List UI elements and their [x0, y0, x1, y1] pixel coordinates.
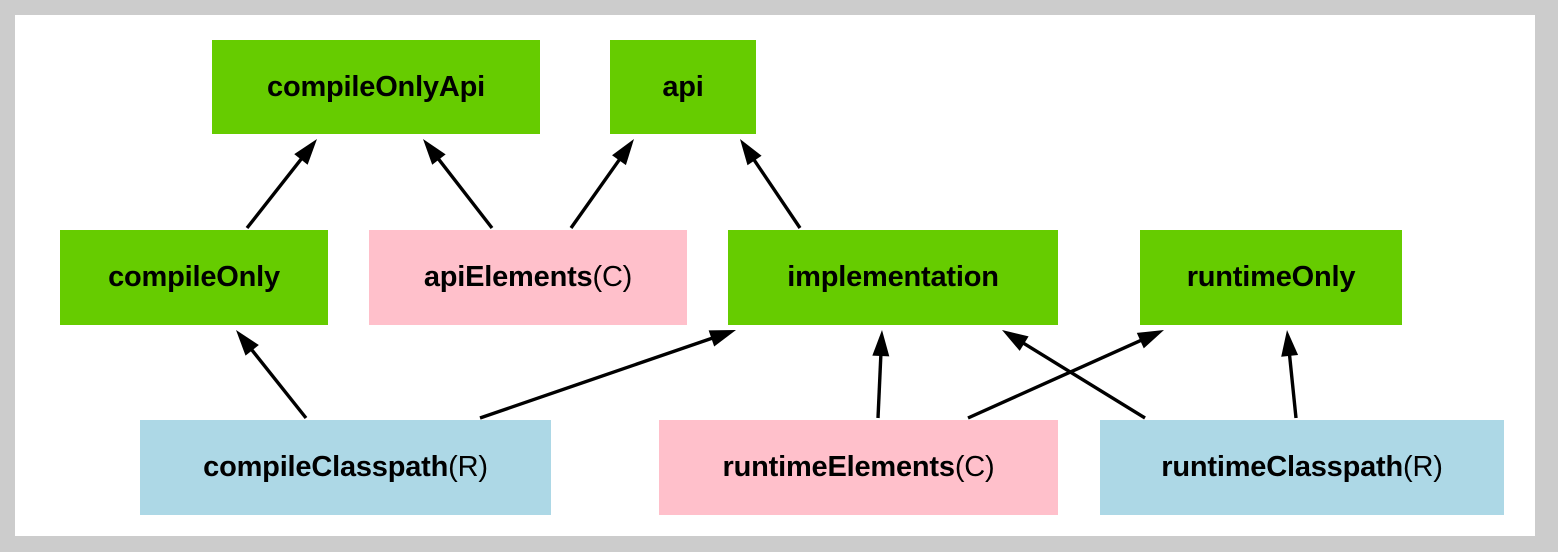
- node-compileClasspath[interactable]: compileClasspath(R): [140, 420, 551, 515]
- node-label: compileClasspath: [203, 451, 449, 483]
- node-runtimeOnly[interactable]: runtimeOnly: [1140, 230, 1402, 325]
- node-implementation[interactable]: implementation: [728, 230, 1058, 325]
- node-runtimeElements[interactable]: runtimeElements(C): [659, 420, 1058, 515]
- node-label: compileOnly: [108, 261, 280, 293]
- node-suffix: (C): [592, 261, 633, 293]
- node-label: implementation: [787, 261, 999, 293]
- node-suffix: (C): [954, 451, 995, 483]
- node-compileOnlyApi[interactable]: compileOnlyApi: [212, 40, 540, 134]
- node-label: compileOnlyApi: [267, 70, 485, 103]
- node-api[interactable]: api: [610, 40, 756, 134]
- node-suffix: (R): [1403, 451, 1443, 483]
- node-suffix: (R): [448, 451, 488, 483]
- node-label: apiElements: [423, 261, 593, 293]
- node-label: runtimeClasspath: [1161, 451, 1404, 483]
- node-label: api: [662, 70, 704, 103]
- node-apiElements[interactable]: apiElements(C): [369, 230, 687, 325]
- node-compileOnly[interactable]: compileOnly: [60, 230, 328, 325]
- node-label: runtimeElements: [722, 451, 955, 483]
- node-label: runtimeOnly: [1186, 261, 1356, 293]
- node-runtimeClasspath[interactable]: runtimeClasspath(R): [1100, 420, 1504, 515]
